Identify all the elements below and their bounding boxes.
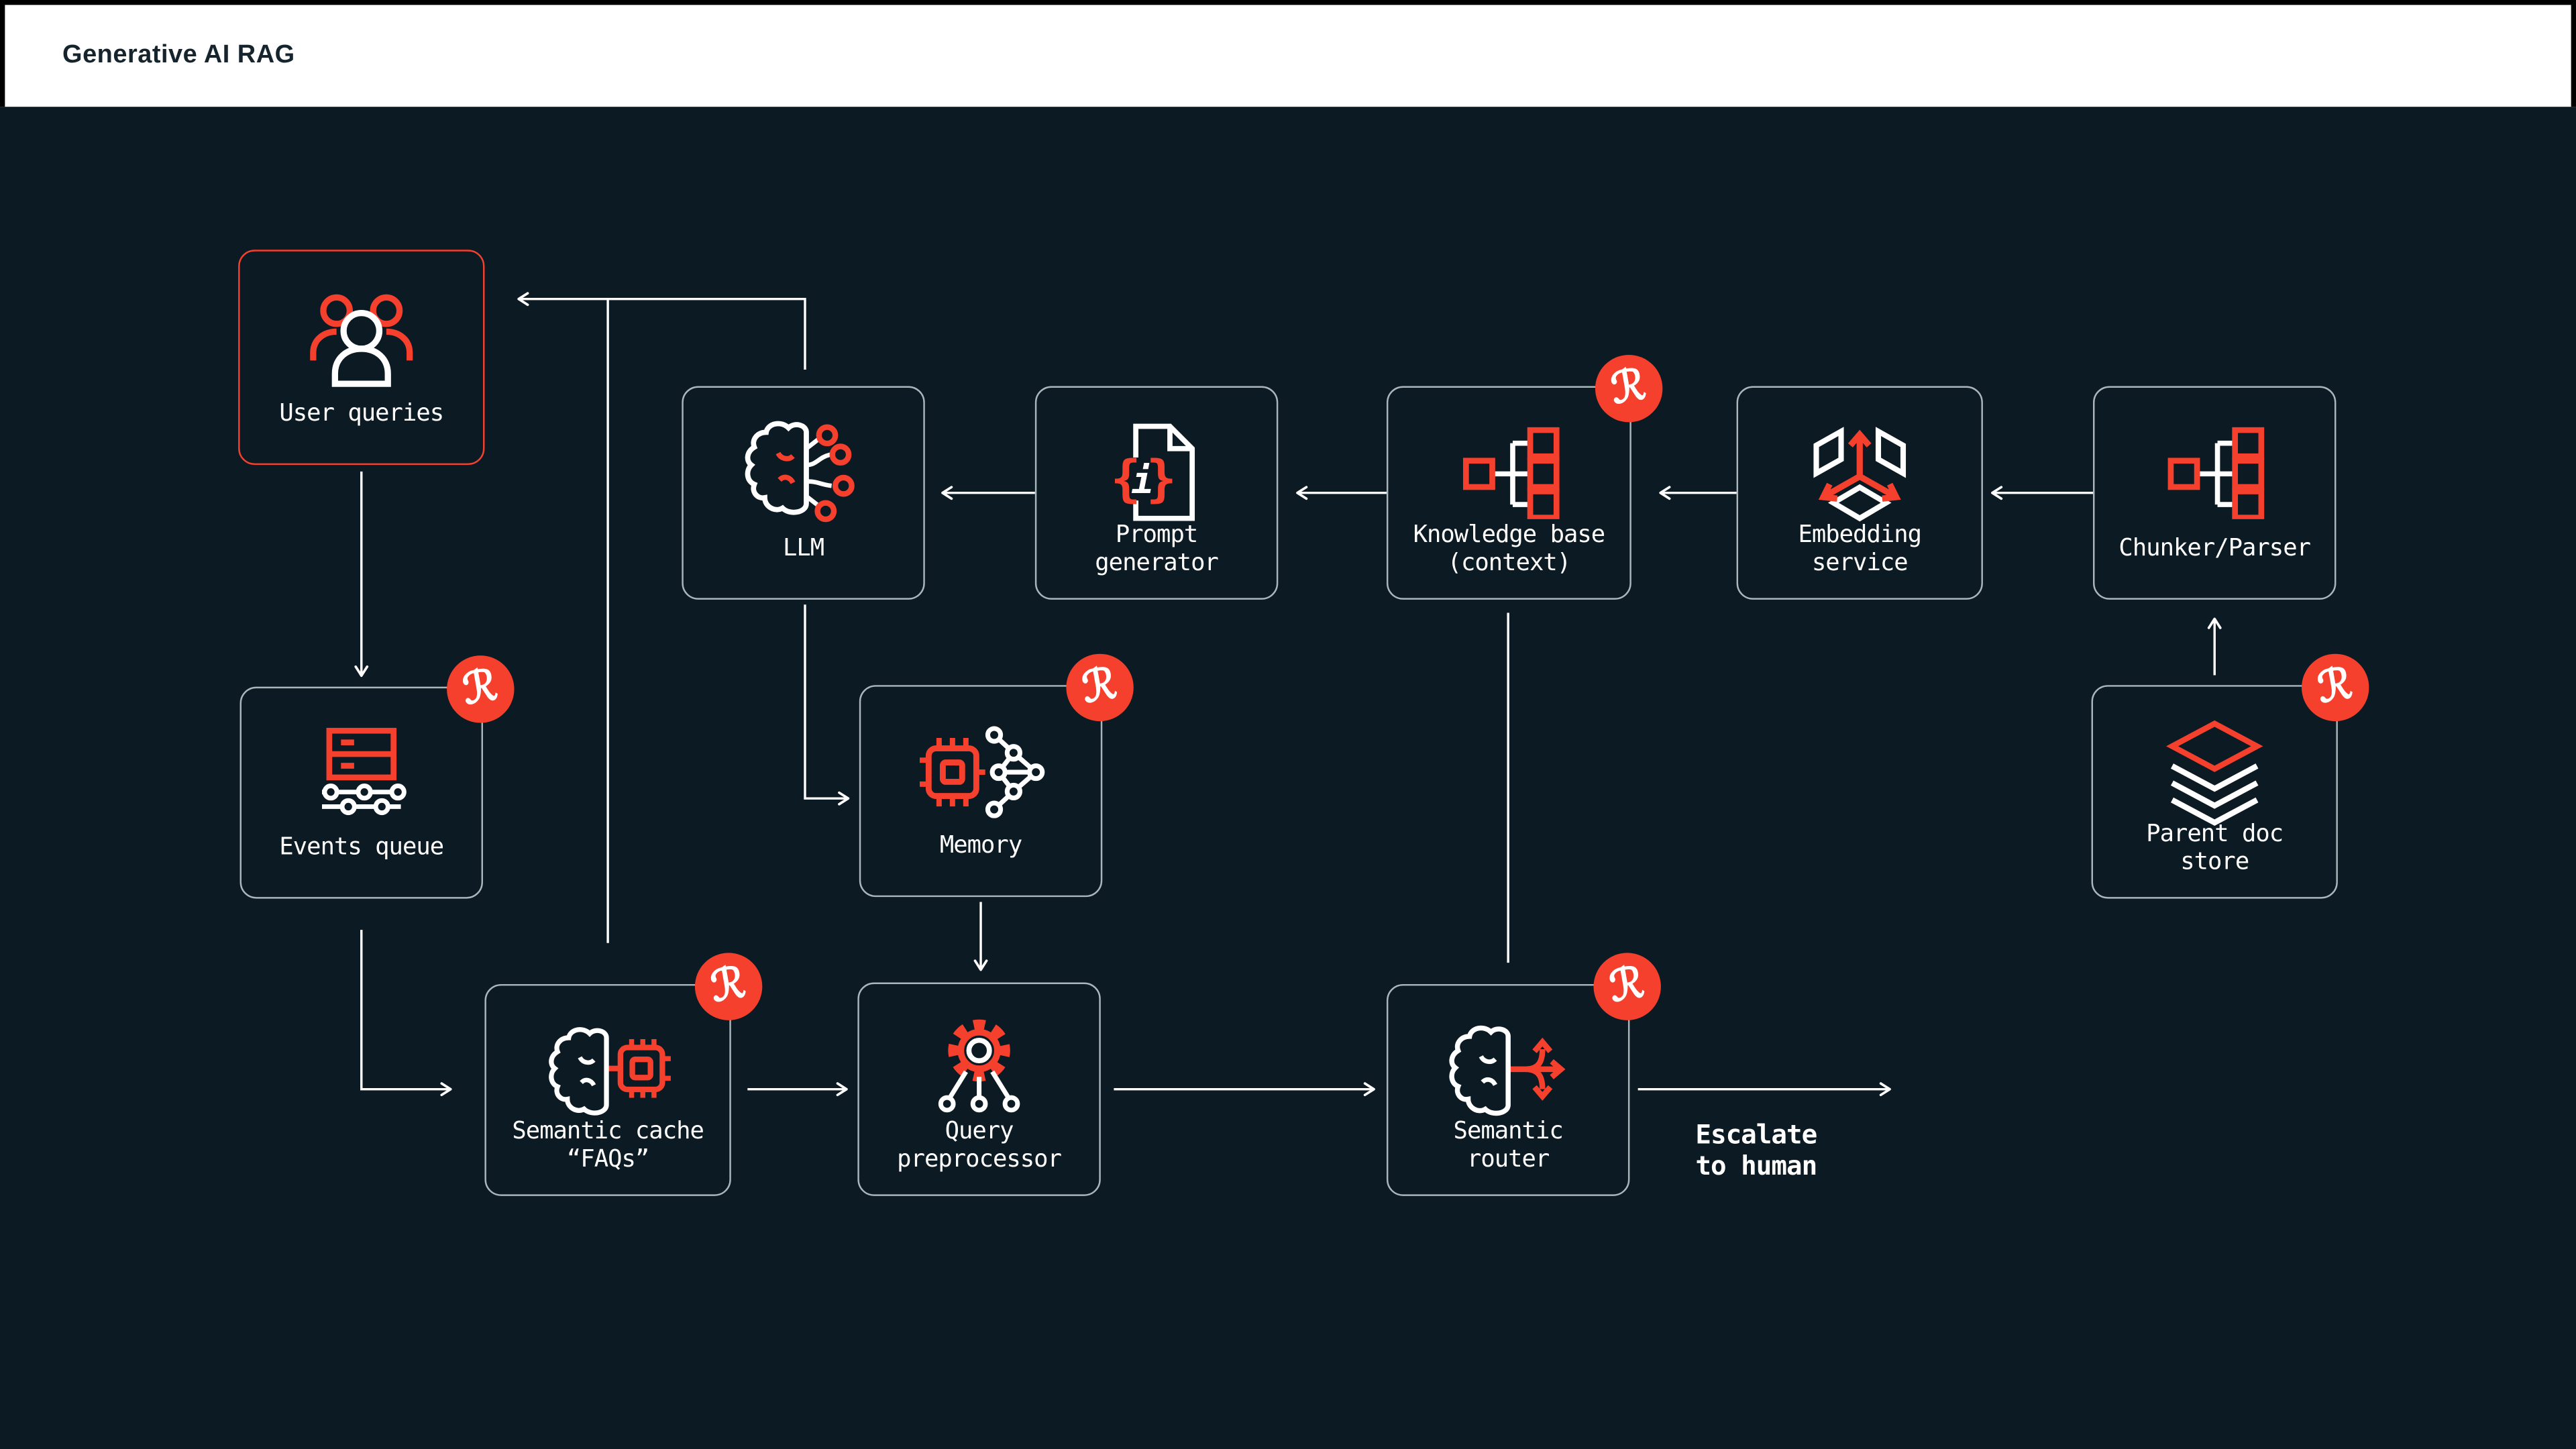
svg-text:i: i [1131, 460, 1153, 503]
redpanda-logo-icon: ℛ [707, 957, 750, 1012]
hierarchy-icon [1388, 409, 1629, 537]
node-label-line: generator [1095, 550, 1219, 577]
brain-network-icon [684, 409, 924, 537]
redpanda-logo-icon: ℛ [1605, 957, 1648, 1012]
node-label-line: Query [945, 1118, 1014, 1145]
redpanda-badge: ℛ [2302, 653, 2369, 722]
users-icon [240, 273, 483, 401]
node-label-line: Knowledge base [1413, 522, 1606, 549]
node-events-queue: Events queue ℛ [239, 655, 515, 899]
node-label-line: Prompt [1115, 522, 1198, 549]
escalate-line: to human [1695, 1150, 1817, 1181]
brain-branch-icon [1388, 1007, 1628, 1135]
node-knowledge-base: Knowledge base(context) ℛ [1386, 354, 1663, 600]
redpanda-badge: ℛ [1595, 354, 1663, 423]
svg-text:}: } [1146, 450, 1177, 509]
node-label: Events queue [241, 835, 482, 863]
brain-chip-icon [486, 1007, 729, 1135]
redpanda-badge: ℛ [447, 655, 515, 723]
node-label: LLM [684, 535, 924, 564]
node-memory: Memory ℛ [859, 653, 1134, 898]
node-label: Memory [861, 833, 1101, 861]
vector-axes-icon [1738, 409, 1981, 537]
edge-llm-to-user-queries [517, 292, 806, 370]
node-label-line: store [2180, 849, 2249, 876]
redpanda-logo-icon: ℛ [1607, 360, 1650, 415]
node-label-line: “FAQs” [566, 1146, 649, 1173]
redpanda-logo-icon: ℛ [1078, 658, 1121, 714]
redpanda-badge: ℛ [1066, 653, 1134, 722]
node-label-line: LLM [782, 535, 824, 562]
redpanda-badge: ℛ [1593, 953, 1661, 1020]
edge-events-queue-to-semantic-cache [360, 930, 452, 1097]
escalate-line: Escalate [1695, 1118, 1817, 1150]
node-label-line: service [1811, 550, 1909, 577]
node-label-line: router [1466, 1146, 1550, 1173]
node-label-line: Semantic [1453, 1118, 1564, 1145]
redpanda-badge: ℛ [694, 953, 763, 1020]
redpanda-logo-icon: ℛ [459, 660, 502, 715]
svg-text:{: { [1111, 450, 1141, 509]
gear-fanout-icon [859, 1006, 1099, 1134]
node-label: User queries [240, 401, 483, 429]
hierarchy-icon [2094, 409, 2334, 537]
node-chunker-parser: Chunker/Parser [2093, 386, 2337, 600]
document-braces-icon: {}i [1036, 409, 1277, 537]
edge-llm-to-memory [804, 604, 850, 806]
node-label-line: (context) [1447, 550, 1572, 577]
node-semantic-cache: Semantic cache“FAQs” ℛ [484, 953, 763, 1196]
node-label: Semantic cache“FAQs” [486, 1119, 729, 1175]
node-label-line: User queries [279, 400, 444, 427]
chip-graph-icon [861, 708, 1101, 837]
node-label: Knowledge base(context) [1388, 523, 1629, 578]
redpanda-logo-icon: ℛ [2314, 658, 2357, 714]
node-label: Chunker/Parser [2094, 535, 2334, 564]
node-llm: LLM [682, 386, 925, 600]
node-label-line: Events queue [279, 835, 444, 861]
node-label-line: Chunker/Parser [2118, 535, 2311, 562]
layers-icon [2093, 708, 2336, 837]
node-label-line: Memory [939, 833, 1022, 859]
title-bar: Generative AI RAG [0, 0, 2576, 107]
queue-icon [241, 710, 482, 838]
node-user-queries: User queries [238, 250, 485, 466]
node-label-line: Semantic cache [512, 1118, 704, 1145]
node-label-line: preprocessor [897, 1146, 1062, 1173]
node-label-line: Parent doc [2146, 821, 2284, 848]
node-label-line: Embedding [1798, 522, 1922, 549]
page-title: Generative AI RAG [62, 41, 295, 69]
